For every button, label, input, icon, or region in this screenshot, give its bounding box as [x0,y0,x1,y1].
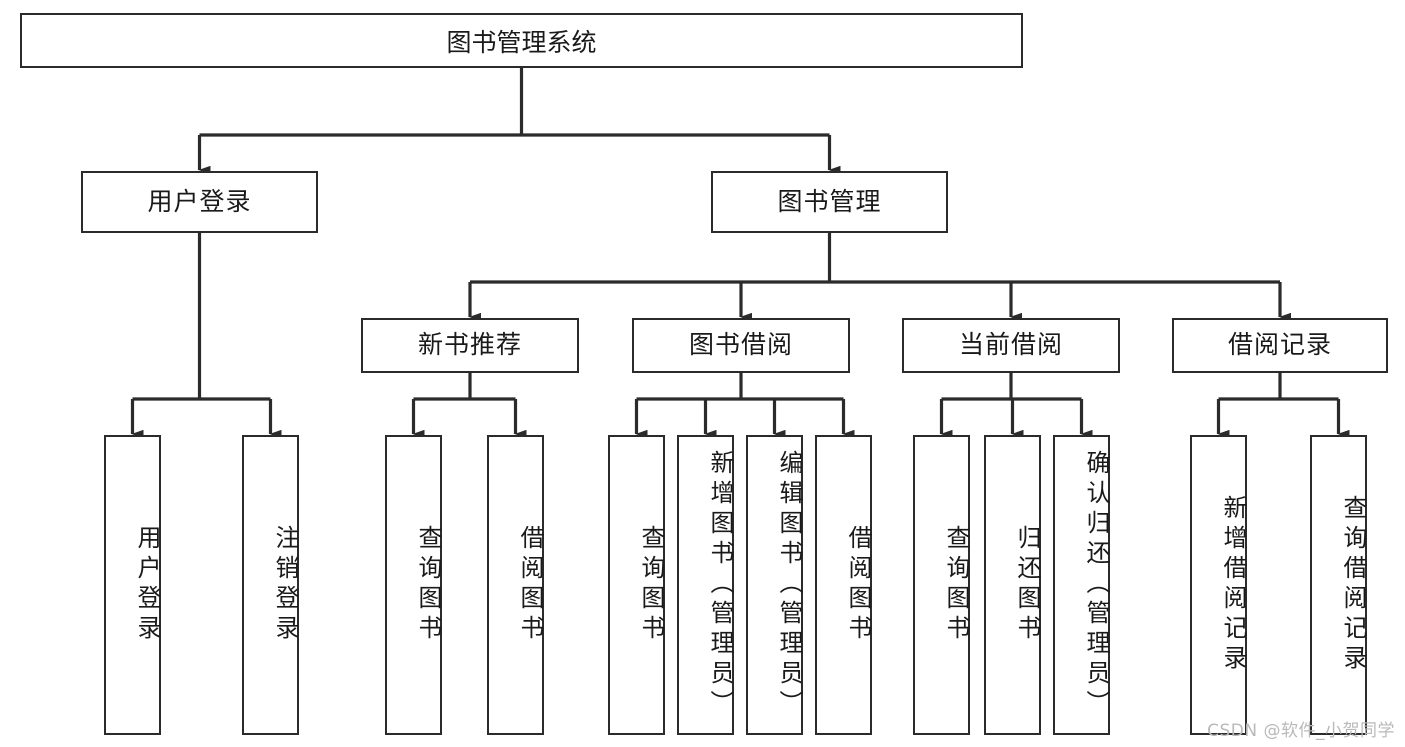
node-leaf-confirm-return[interactable]: 确认归还（管理员） [1053,435,1110,735]
node-leaf-borrow-book-2[interactable]: 借阅图书 [815,435,872,735]
node-leaf-query-book-2[interactable]: 查询图书 [608,435,665,735]
node-leaf-edit-book-label: 编辑图书（管理员） [775,450,803,720]
node-book-manage-label: 图书管理 [777,186,882,216]
node-leaf-query-book-1[interactable]: 查询图书 [385,435,442,735]
node-book-borrow[interactable]: 图书借阅 [632,318,850,373]
node-leaf-confirm-return-label: 确认归还（管理员） [1082,450,1110,720]
node-user-login[interactable]: 用户登录 [81,171,318,233]
node-leaf-query-record-label: 查询借阅记录 [1339,495,1367,675]
node-leaf-add-book[interactable]: 新增图书（管理员） [677,435,734,735]
node-leaf-add-book-label: 新增图书（管理员） [706,450,734,720]
node-leaf-return-book[interactable]: 归还图书 [984,435,1041,735]
node-root[interactable]: 图书管理系统 [20,13,1023,68]
node-current-borrow[interactable]: 当前借阅 [902,318,1120,373]
node-leaf-borrow-book-1-label: 借阅图书 [516,525,544,645]
node-new-book-rec-label: 新书推荐 [417,330,522,360]
node-leaf-borrow-book-1[interactable]: 借阅图书 [487,435,544,735]
node-book-manage[interactable]: 图书管理 [711,171,948,233]
node-leaf-user-login[interactable]: 用户登录 [104,435,161,735]
node-borrow-record[interactable]: 借阅记录 [1172,318,1388,373]
node-leaf-user-login-label: 用户登录 [133,525,161,645]
node-leaf-add-record-label: 新增借阅记录 [1219,495,1247,675]
watermark: CSDN @软件_小贺同学 [1207,721,1395,741]
node-leaf-query-book-3[interactable]: 查询图书 [913,435,970,735]
node-leaf-query-book-3-label: 查询图书 [942,525,970,645]
node-leaf-borrow-book-2-label: 借阅图书 [844,525,872,645]
node-leaf-logout-label: 注销登录 [271,525,299,645]
node-leaf-query-book-2-label: 查询图书 [637,525,665,645]
node-new-book-rec[interactable]: 新书推荐 [361,318,579,373]
node-leaf-edit-book[interactable]: 编辑图书（管理员） [746,435,803,735]
node-root-label: 图书管理系统 [446,27,597,57]
node-leaf-query-record[interactable]: 查询借阅记录 [1310,435,1367,735]
node-user-login-label: 用户登录 [147,186,252,216]
node-book-borrow-label: 图书借阅 [688,330,793,360]
node-leaf-query-book-1-label: 查询图书 [414,525,442,645]
node-current-borrow-label: 当前借阅 [958,330,1063,360]
node-leaf-return-book-label: 归还图书 [1013,525,1041,645]
node-leaf-logout[interactable]: 注销登录 [242,435,299,735]
node-leaf-add-record[interactable]: 新增借阅记录 [1190,435,1247,735]
node-borrow-record-label: 借阅记录 [1227,330,1332,360]
